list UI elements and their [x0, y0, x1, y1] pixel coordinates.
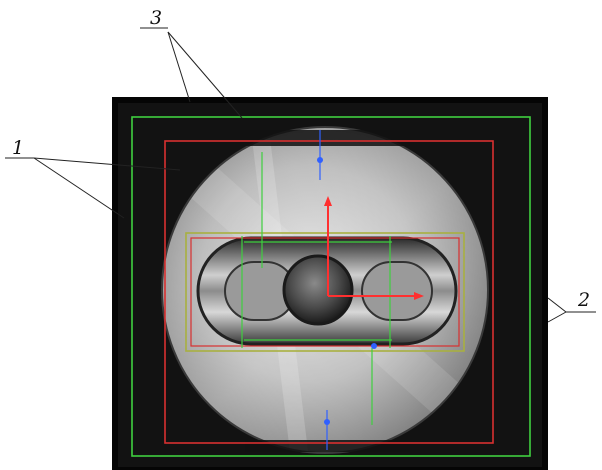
- callout-label-3: 3: [150, 7, 162, 29]
- outer-green-frame: [131, 116, 531, 457]
- leader-lines: [5, 27, 596, 323]
- axis-markers: [317, 130, 424, 450]
- outer-red-frame: [164, 140, 494, 444]
- callout-label-1: 1: [12, 137, 24, 159]
- slot-red-frame: [190, 237, 460, 347]
- photo-vignette: [112, 97, 548, 470]
- callout-label-2: 2: [577, 289, 590, 311]
- slot-olive-frame: [185, 232, 465, 352]
- green-measure-lines: [241, 152, 392, 425]
- center-hole: [282, 254, 354, 326]
- top-flat: [240, 130, 410, 146]
- slot-inner-right: [361, 261, 433, 321]
- part-outline: [161, 126, 489, 454]
